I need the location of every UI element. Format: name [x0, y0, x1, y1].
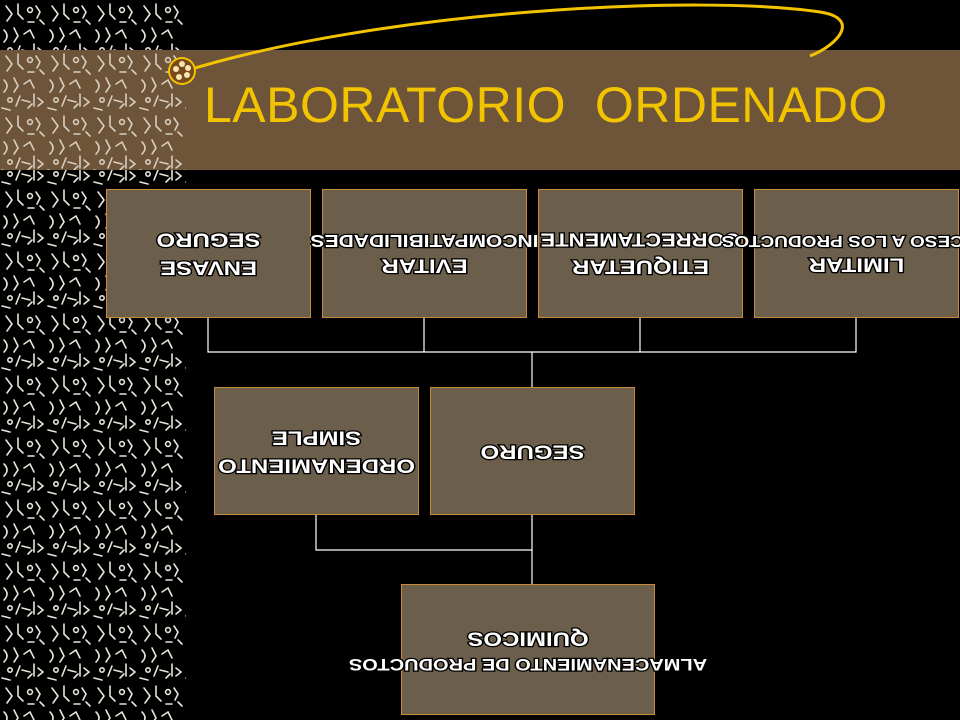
title-band — [0, 50, 960, 170]
node-etiquetar-correctamente: ETIQUETAR CORRECTAMENTE — [538, 189, 743, 318]
node-line: EVITAR — [380, 253, 469, 278]
node-line: ENVASE — [159, 255, 259, 280]
node-line: ORDENAMIENTO — [217, 453, 417, 478]
node-almacenamiento-quimicos: ALMACENAMIENTO DE PRODUCTOS QUIMICOS — [348, 584, 708, 715]
node-evitar-incompatibilidades: EVITAR INCOMPATIBILIDADES — [309, 189, 540, 318]
node-envase-seguro: ENVASE SEGURO — [106, 189, 311, 318]
node-seguro: SEGURO — [430, 387, 635, 515]
node-line: CORRECTAMENTE — [539, 228, 742, 251]
node-ordenamiento-simple: ORDENAMIENTO SIMPLE — [214, 387, 419, 515]
node-line: QUIMICOS — [466, 626, 590, 651]
node-line: SEGURO — [155, 228, 262, 253]
node-line: INCOMPATIBILIDADES — [309, 229, 540, 251]
node-line: SEGURO — [479, 439, 586, 464]
node-line: ETIQUETAR — [571, 254, 711, 279]
node-line: LIMITAR — [807, 252, 905, 277]
node-line: ACCESO A LOS PRODUCTOS — [720, 230, 960, 250]
band-pattern — [0, 50, 186, 170]
node-line: SIMPLE — [270, 425, 362, 450]
node-line: ALMACENAMIENTO DE PRODUCTOS — [348, 653, 709, 674]
ornament-bullet-icon — [168, 57, 196, 85]
node-limitar-acceso: LIMITAR ACCESO A LOS PRODUCTOS — [720, 189, 960, 318]
slide-title: LABORATORIO ORDENADO — [204, 77, 888, 133]
